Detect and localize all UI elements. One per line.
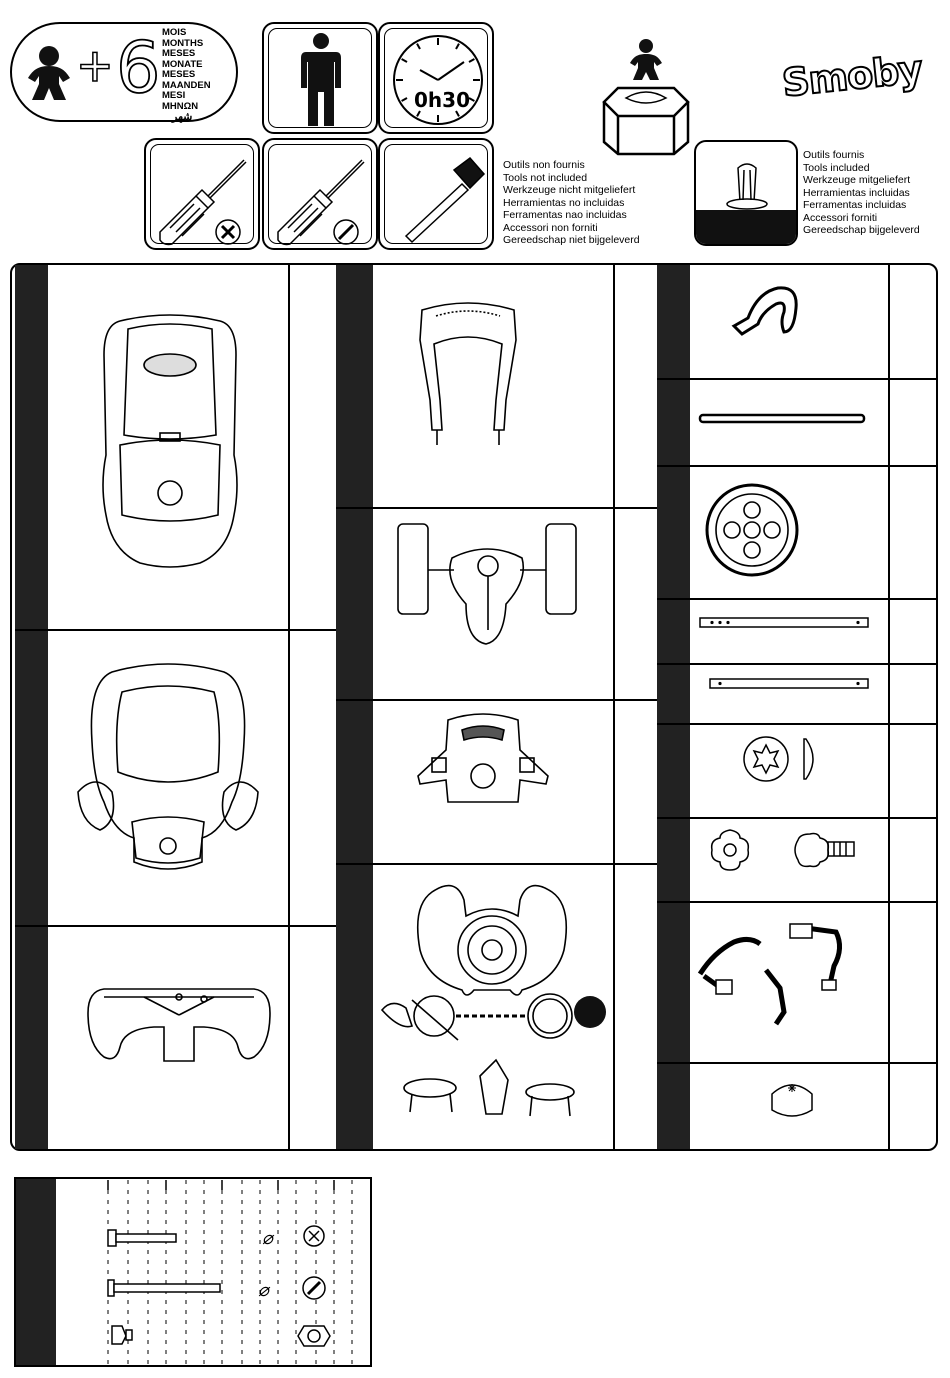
axle-rod-part (698, 413, 866, 424)
assembly-time-tile: 0h30 (378, 22, 494, 134)
hammer-tile (378, 138, 494, 250)
tools-included-line: Ferramentas incluidas (803, 199, 907, 211)
push-handle-part (419, 302, 517, 445)
age-value: 6 (115, 27, 161, 109)
age-word: MESI (162, 90, 186, 101)
brand-logo: Smoby (779, 46, 925, 106)
parts-list-frame (10, 263, 938, 1151)
diameter-symbol: ⌀ (262, 1228, 275, 1248)
assembly-time: 0h30 (414, 88, 470, 112)
hardware-scale-ruler: ⌀ ⌀ (107, 1180, 353, 1366)
steering-wheel-part (380, 884, 606, 1117)
long-bar-part (699, 617, 869, 628)
clock-icon (393, 35, 483, 125)
tools-included-line: Herramientas incluidas (803, 186, 910, 199)
tools-not-included-line: Werkzeuge nicht mitgeliefert (503, 184, 636, 196)
tools-not-included-line: Accessori non forniti (503, 221, 598, 234)
phillips-screwdriver-tile (144, 138, 260, 250)
tools-not-included-list: Outils non fournis Tools not included We… (503, 159, 640, 247)
child-figure-icon (28, 46, 70, 100)
age-word: MAANDEN (162, 79, 211, 91)
front-axle-part (397, 523, 577, 645)
horn-button-part (771, 1084, 813, 1117)
footrest-part (87, 988, 271, 1062)
car-body-part (102, 314, 238, 568)
harness-strap-part (697, 923, 842, 1026)
age-word: MONTHS (162, 37, 204, 49)
plus-sign: + (77, 33, 112, 100)
tools-included-line: Gereedschap bijgeleverd (803, 224, 920, 236)
box-with-child-icon (602, 39, 690, 156)
flat-screwdriver-tile (262, 138, 378, 250)
knob-part (710, 829, 855, 871)
wheel-part (705, 483, 799, 577)
tool-included-icon (726, 163, 768, 210)
tools-not-included-line: Ferramentas nao incluidas (503, 209, 627, 221)
tools-not-included-line: Tools not included (503, 171, 588, 184)
age-word: شهر (172, 111, 193, 123)
age-word: ΜΗΝΩΝ (162, 100, 199, 112)
tools-not-included-line: Gereedschap niet bijgeleverd (503, 234, 640, 246)
tool-included-tile (694, 140, 798, 246)
age-unit-words: MOIS MONTHS MESES MONATE MESES MAANDEN M… (162, 27, 211, 123)
hook-part (731, 286, 798, 336)
phillips-screwdriver-icon (159, 159, 247, 246)
adult-figure-icon (301, 33, 341, 126)
age-word: MESES (162, 69, 196, 80)
flat-screwdriver-icon (277, 159, 365, 246)
dashboard-part (417, 713, 549, 803)
hammer-icon (404, 156, 486, 244)
hardware-table (14, 1177, 372, 1367)
adult-assembly-tile (262, 22, 378, 134)
tools-included-line: Outils fournis (803, 149, 865, 161)
tools-included-line: Accessori forniti (803, 211, 878, 224)
age-word: MONATE (162, 58, 203, 70)
tools-not-included-line: Outils non fournis (503, 159, 585, 171)
age-badge: + 6 MOIS MONTHS MESES MONATE MESES MAAND… (10, 22, 238, 122)
cap-part (743, 736, 814, 782)
age-word: MESES (162, 48, 196, 59)
short-bar-part (709, 678, 869, 689)
tools-included-line: Werkzeuge mitgeliefert (803, 174, 911, 186)
age-word: MOIS (162, 27, 187, 38)
seat-part (77, 663, 259, 870)
tools-included-list: Outils fournis Tools included Werkzeuge … (803, 149, 920, 237)
tools-included-line: Tools included (803, 161, 870, 174)
tools-not-included-line: Herramientas no incluidas (503, 196, 625, 209)
diameter-symbol: ⌀ (258, 1280, 271, 1300)
